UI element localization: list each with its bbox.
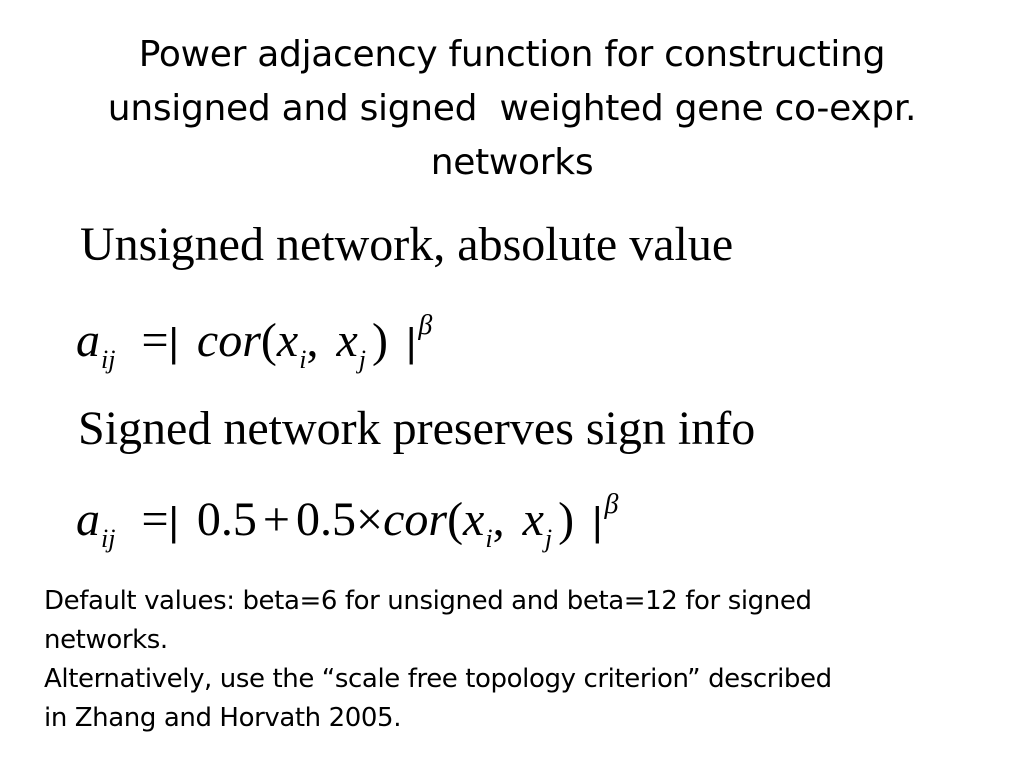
unsigned-adjacency-formula: aij =| cor(xi, xj) |β	[76, 310, 432, 376]
formula-paren-close: )	[558, 493, 575, 546]
formula-abs-open: |	[168, 321, 179, 365]
formula-lhs-subscript: ij	[101, 524, 116, 553]
formula-arg1-subscript: i	[299, 345, 307, 374]
formula-arg2-subscript: j	[358, 345, 366, 374]
formula-equals: =	[141, 314, 169, 367]
signed-adjacency-formula: aij =| 0.5+0.5×cor(xi, xj) |β	[76, 489, 618, 555]
formula-equals: =	[141, 493, 169, 546]
formula-function: cor	[383, 493, 448, 546]
title-line: networks	[430, 142, 594, 183]
formula-abs-open: |	[168, 500, 179, 544]
formula-exponent: β	[604, 489, 619, 520]
formula-lhs-variable: a	[76, 493, 100, 546]
formula-plus: +	[262, 493, 290, 546]
formula-arg2-subscript: j	[544, 524, 553, 553]
formula-abs-close: |	[592, 500, 603, 544]
formula-paren-open: (	[447, 493, 464, 546]
formula-exponent: β	[418, 310, 433, 341]
formula-arg2: x	[336, 314, 358, 367]
formula-paren-open: (	[260, 314, 277, 367]
formula-arg2: x	[522, 493, 544, 546]
title-line: Power adjacency function for constructin…	[138, 34, 886, 75]
note-line: in Zhang and Horvath 2005.	[44, 703, 402, 733]
title-line: unsigned and signed weighted gene co-exp…	[107, 88, 917, 129]
formula-abs-close: |	[405, 321, 417, 365]
formula-function: cor	[196, 314, 261, 367]
note-line: Default values: beta=6 for unsigned and …	[44, 586, 812, 616]
note-line: Alternatively, use the “scale free topol…	[44, 664, 832, 694]
unsigned-network-heading: Unsigned network, absolute value	[80, 218, 734, 271]
formula-constant: 0.5	[296, 493, 356, 546]
formula-arg1-subscript: i	[485, 524, 493, 553]
default-values-note: Default values: beta=6 for unsigned and …	[44, 582, 994, 738]
formula-lhs-subscript: ij	[101, 345, 116, 374]
formula-arg1: x	[276, 314, 299, 367]
signed-network-heading: Signed network preserves sign info	[78, 402, 756, 455]
formula-lhs-variable: a	[76, 314, 100, 367]
formula-paren-close: )	[371, 314, 388, 367]
note-line: networks.	[44, 625, 168, 655]
formula-comma: ,	[306, 314, 319, 367]
slide-title: Power adjacency function for constructin…	[20, 28, 1004, 190]
formula-times: ×	[356, 493, 384, 546]
formula-arg1: x	[463, 493, 485, 546]
formula-constant: 0.5	[196, 493, 257, 546]
formula-comma: ,	[492, 493, 505, 546]
